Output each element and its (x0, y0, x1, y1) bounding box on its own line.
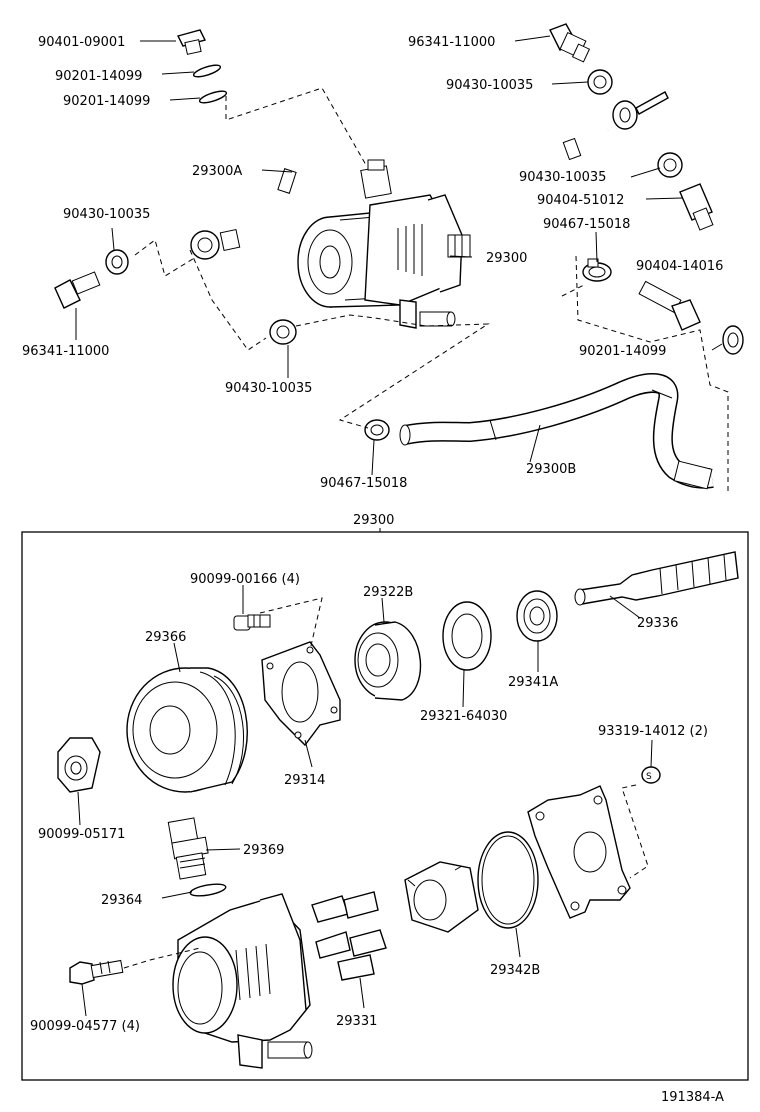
label-90099-04577: 90099-04577 (4) (30, 1019, 140, 1034)
label-29300a: 29300A (192, 164, 242, 179)
label-90430-10035-right: 90430-10035 (519, 170, 606, 185)
pump-29300 (297, 159, 471, 329)
bracket-29314 (261, 641, 341, 747)
label-29300b: 29300B (526, 462, 576, 477)
stud-93319-14012: S (641, 766, 661, 784)
union-bolt-96341-11000-left (54, 271, 101, 309)
bearing-29341a (516, 590, 558, 642)
bottom-leaders (77, 595, 653, 1017)
label-90201-14099-b: 90201-14099 (63, 94, 150, 109)
union-bolt-96341-11000-top (549, 23, 591, 63)
label-29341a: 29341A (508, 675, 558, 690)
gasket-90201-14099-right (722, 325, 744, 355)
rotor (404, 861, 479, 933)
figure-id: 191384-A (661, 1090, 724, 1105)
top-leaders (75, 35, 723, 476)
label-29321-64030: 29321-64030 (420, 709, 507, 724)
side-plate (527, 785, 631, 919)
bolt-90401-09001 (176, 29, 207, 55)
o-ring-29342b (477, 831, 539, 929)
label-29342b: 29342B (490, 963, 540, 978)
label-29364: 29364 (101, 893, 142, 908)
bearing-29322b (354, 621, 422, 701)
label-90404-51012: 90404-51012 (537, 193, 624, 208)
label-90099-00166: 90099-00166 (4) (190, 572, 300, 587)
clamp-90467-15018-right (582, 258, 612, 282)
label-90467-15018-right: 90467-15018 (543, 217, 630, 232)
label-29300-top: 29300 (486, 251, 527, 266)
nut-90099-05171 (57, 737, 101, 793)
label-29314: 29314 (284, 773, 325, 788)
label-29331: 29331 (336, 1014, 377, 1029)
hose-29300b (399, 373, 714, 490)
label-90201-14099-a: 90201-14099 (55, 69, 142, 84)
gasket-90201-14099-a (192, 64, 222, 78)
union-90404-51012 (679, 183, 714, 231)
label-90430-10035-top: 90430-10035 (446, 78, 533, 93)
vanes-29331 (311, 891, 387, 981)
bottom-labels: 90099-00166 (4) 29322B 29336 29366 29341… (30, 572, 708, 1034)
label-93319-14012: 93319-14012 (2) (598, 724, 708, 739)
label-29336: 29336 (637, 616, 678, 631)
clamp-90467-15018-bottom (364, 419, 390, 441)
washer-90430-10035-right (657, 152, 683, 178)
label-90430-10035-bottom: 90430-10035 (225, 381, 312, 396)
label-90099-05171: 90099-05171 (38, 827, 125, 842)
top-dashed-lines (134, 87, 729, 492)
pulley-29366 (126, 667, 248, 793)
screw-90099-00166 (233, 585, 271, 631)
washer-29321-64030 (442, 601, 492, 671)
exploded-view-frame (21, 531, 749, 1081)
bottom-dashed-lines (123, 597, 649, 969)
svg-text:S: S (646, 772, 652, 782)
top-labels: 90401-09001 90201-14099 90201-14099 9634… (22, 35, 723, 491)
label-96341-11000-top: 96341-11000 (408, 35, 495, 50)
washer-90430-10035-left (105, 249, 129, 275)
washer-90430-10035-top (587, 69, 613, 95)
bolt-90099-04577 (69, 959, 124, 985)
washer-90430-10035-bottom (269, 319, 297, 345)
o-ring-29364 (189, 883, 227, 897)
label-90404-14016: 90404-14016 (636, 259, 723, 274)
label-29366: 29366 (145, 630, 186, 645)
label-90467-15018-bottom: 90467-15018 (320, 476, 407, 491)
label-29369: 29369 (243, 843, 284, 858)
label-90201-14099-right: 90201-14099 (579, 344, 666, 359)
label-90430-10035-left: 90430-10035 (63, 207, 150, 222)
label-29322b: 29322B (363, 585, 413, 600)
valve-29369 (167, 817, 209, 880)
pump-housing (172, 893, 313, 1069)
label-96341-11000-left: 96341-11000 (22, 344, 109, 359)
label-90401-09001: 90401-09001 (38, 35, 125, 50)
shaft-29336 (574, 551, 739, 606)
assembly-title: 29300 (353, 513, 394, 528)
union-90404-14016 (638, 280, 701, 331)
hose-29300a (190, 91, 669, 260)
gasket-90201-14099-b (198, 90, 228, 104)
